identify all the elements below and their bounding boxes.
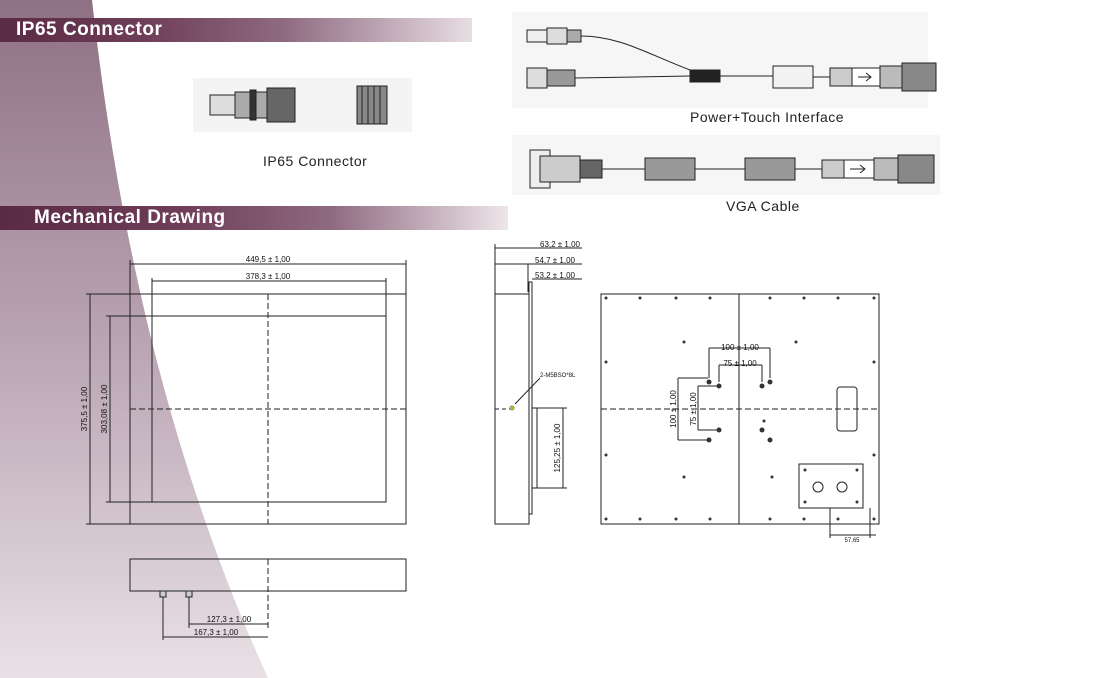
front-view [86, 260, 407, 525]
rear-mounting-holes [604, 296, 876, 521]
ip65-section-title: IP65 Connector [16, 19, 163, 40]
vga-cable-sketch [529, 149, 935, 189]
ip65-caption: IP65 Connector [263, 153, 368, 169]
dim-bottom-offset-2: 167,3 ± 1,00 [194, 628, 239, 637]
dim-rear-vesa-h-75: 75 ± 1,00 [723, 359, 757, 368]
dim-front-height-outer: 375,5 ± 1,00 [80, 386, 89, 431]
mechanical-section-header: Mechanical Drawing [0, 206, 508, 230]
mechanical-section-title: Mechanical Drawing [34, 207, 226, 228]
ip65-plug-sketch [209, 87, 296, 123]
dim-side-depth-2: 54,7 ± 1,00 [535, 256, 576, 265]
dim-rear-vesa-v-75: 75 ± 1,00 [689, 392, 698, 426]
vga-caption: VGA Cable [726, 198, 800, 214]
power-touch-caption: Power+Touch Interface [690, 109, 845, 125]
side-view [494, 244, 582, 525]
dim-rear-vesa-v-100: 100 ± 1,00 [669, 390, 678, 428]
bottom-view [129, 558, 407, 640]
power-touch-cable-photo [512, 12, 928, 108]
dim-side-depth-3: 53,2 ± 1,00 [535, 271, 576, 280]
power-touch-cable-sketch [526, 27, 937, 92]
dim-rear-vesa-h-100: 100 ± 1,00 [721, 343, 759, 352]
rear-view [600, 293, 880, 538]
dim-front-height-inner: 303,08 ± 1,00 [100, 384, 109, 433]
dim-side-height: 125,25 ± 1,00 [553, 423, 562, 472]
dim-front-width-inner: 378,3 ± 1,00 [246, 272, 291, 281]
ip65-socket-sketch [356, 85, 388, 125]
dim-front-width-outer: 449,5 ± 1,00 [246, 255, 291, 264]
ip65-section-header: IP65 Connector [0, 18, 472, 42]
dim-side-screw-note: 2-M5BSO*8L [540, 373, 576, 379]
dim-rear-bottom-small: 57,65 [844, 538, 860, 544]
dim-side-depth-1: 63,2 ± 1,00 [540, 240, 581, 249]
dim-bottom-offset-1: 127,3 ± 1,00 [207, 615, 252, 624]
